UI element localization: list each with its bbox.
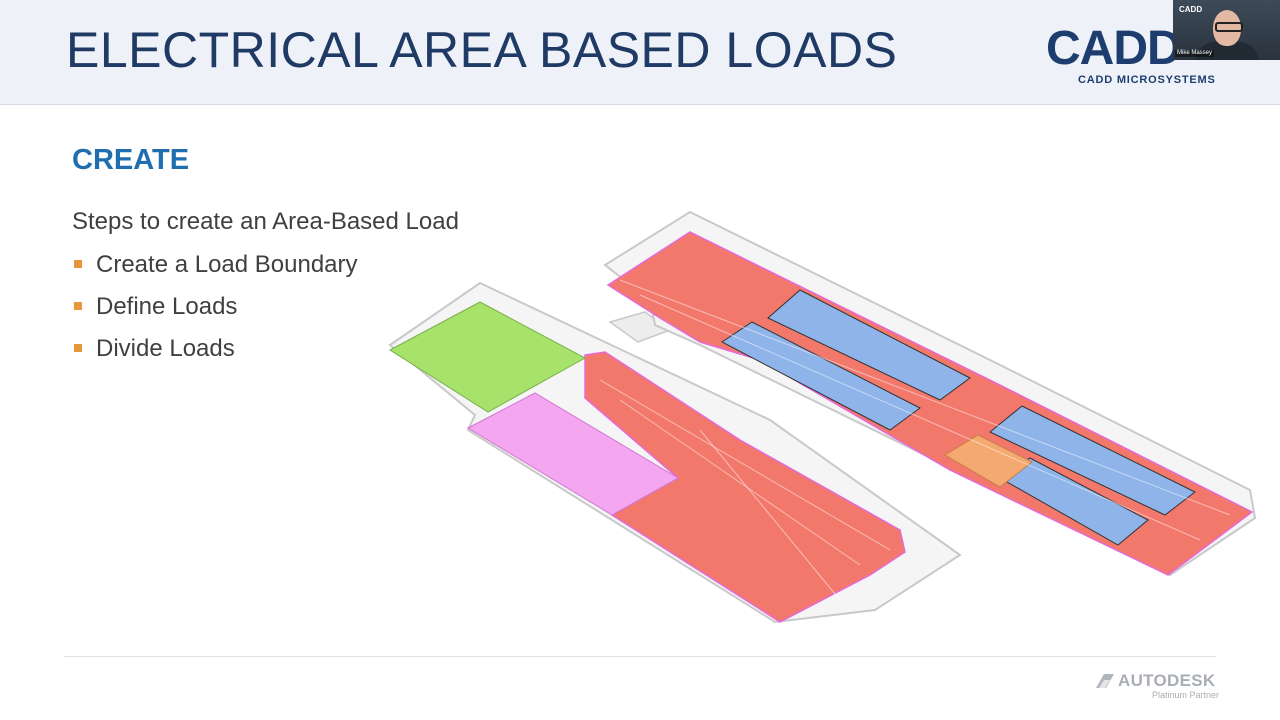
blue-zone-2 — [721, 321, 921, 431]
presenter-body — [1195, 42, 1259, 60]
isometric-floor-plan-image — [388, 210, 1257, 624]
presenter-face — [1213, 10, 1241, 46]
step-item: Define Loads — [72, 290, 358, 332]
autodesk-name: AUTODESK — [1118, 671, 1216, 690]
blue-zone-3 — [989, 405, 1196, 516]
step-item: Divide Loads — [72, 332, 358, 374]
intro-text: Steps to create an Area-Based Load — [72, 208, 459, 235]
autodesk-partner-logo: AUTODESK Platinum Partner — [1096, 670, 1220, 706]
orange-zone — [944, 434, 1033, 488]
presenter-glasses — [1215, 22, 1243, 32]
blue-zone-1 — [767, 289, 971, 401]
autodesk-logo-icon — [1096, 674, 1114, 688]
cadd-logo-text: CADD — [1046, 22, 1182, 75]
webcam-logo-overlay: CADD — [1179, 5, 1203, 14]
presenter-webcam-video[interactable]: CADD Mike Massey — [1173, 0, 1280, 60]
slide-header: ELECTRICAL AREA BASED LOADS CADD CADD MI… — [0, 0, 1280, 105]
green-zone — [389, 301, 587, 413]
interior-walls — [599, 279, 1231, 601]
left-red-zone — [584, 351, 906, 623]
steps-list: Create a Load Boundary Define Loads Divi… — [72, 248, 358, 374]
section-heading: CREATE — [72, 144, 190, 176]
pink-zone — [466, 392, 679, 516]
slide-title: ELECTRICAL AREA BASED LOADS — [66, 22, 898, 78]
orange-square-bullet-icon — [74, 260, 82, 268]
step-label: Create a Load Boundary — [96, 251, 358, 278]
step-label: Define Loads — [96, 293, 238, 320]
footer-divider — [64, 656, 1216, 657]
step-item: Create a Load Boundary — [72, 248, 358, 290]
step-label: Divide Loads — [96, 335, 235, 362]
partner-tier: Platinum Partner — [1152, 690, 1220, 700]
webcam-participant-name: Mike Massey — [1175, 50, 1215, 57]
orange-square-bullet-icon — [74, 344, 82, 352]
orange-square-bullet-icon — [74, 302, 82, 310]
cadd-logo: CADD CADD MICROSYSTEMS — [1046, 24, 1226, 90]
cadd-logo-subtitle: CADD MICROSYSTEMS — [1078, 74, 1216, 86]
